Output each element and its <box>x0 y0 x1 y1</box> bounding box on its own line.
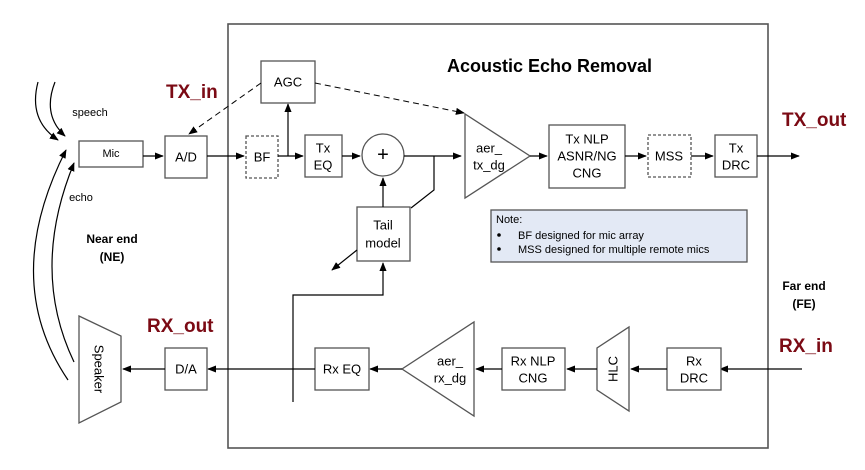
aer-rx-dg-block <box>400 320 475 418</box>
note-item-2: MSS designed for multiple remote mics <box>518 244 710 256</box>
aer-rx-dg-label-2: rx_dg <box>434 371 467 386</box>
ad-block <box>164 135 208 179</box>
tx-in-label: TX_in <box>166 82 218 103</box>
echo-wave-arrow-2 <box>51 162 75 363</box>
diagram-title: Acoustic Echo Removal <box>447 56 652 76</box>
aer-tx-dg-block <box>464 112 532 200</box>
sum-symbol: + <box>377 144 389 166</box>
sum-feedback-to-tail-wire <box>410 156 435 209</box>
hlc-label: HLC <box>606 356 621 382</box>
rx-drc-label-1: Rx <box>686 354 702 369</box>
rx-drc-block <box>666 347 722 391</box>
rx-nlp-label-2: CNG <box>519 371 548 386</box>
rx-eq-block <box>314 347 370 391</box>
agc-block <box>260 60 316 104</box>
tx-drc-label-2: DRC <box>722 158 750 173</box>
mss-label: MSS <box>655 149 684 164</box>
rx-nlp-label-1: Rx NLP <box>511 354 556 369</box>
tail-model-label-2: model <box>365 236 401 251</box>
near-end-abbrev: (NE) <box>100 250 125 264</box>
rx-in-label: RX_in <box>779 336 833 357</box>
note-bullet-1 <box>497 233 501 237</box>
note-box <box>490 209 748 263</box>
rx-eq-label: Rx EQ <box>323 362 361 377</box>
tx-nlp-label-3: CNG <box>573 166 602 181</box>
speech-wave-arrow-2 <box>49 81 66 137</box>
aer-rx-dg-label-1: aer_ <box>437 354 464 369</box>
rx-out-label: RX_out <box>147 316 214 337</box>
far-end-abbrev: (FE) <box>792 297 815 311</box>
aer-frame <box>227 23 769 449</box>
speech-label: speech <box>72 107 107 119</box>
bf-block <box>245 135 279 179</box>
mic-label: Mic <box>102 148 120 160</box>
mss-block <box>647 134 692 178</box>
aer-tx-dg-label-1: aer_ <box>476 141 503 156</box>
ad-label: A/D <box>175 150 197 165</box>
bf-label: BF <box>254 150 271 165</box>
rx-nlp-block <box>501 347 566 391</box>
summing-node <box>361 133 405 177</box>
note-bullet-2 <box>497 247 501 251</box>
tx-eq-label-2: EQ <box>314 158 333 173</box>
tail-adapt-arrow <box>331 249 358 271</box>
echo-label: echo <box>69 192 93 204</box>
agc-label: AGC <box>274 75 302 90</box>
tx-out-label: TX_out <box>782 110 847 131</box>
far-end-label: Far end <box>782 279 825 293</box>
speech-wave-arrow-1 <box>34 81 59 141</box>
near-end-label: Near end <box>86 232 137 246</box>
echo-wave-arrow-1 <box>32 149 69 381</box>
agc-to-aer-tx-dg-control <box>314 82 465 115</box>
rx-drc-label-2: DRC <box>680 371 708 386</box>
tail-model-block <box>356 206 411 262</box>
da-block <box>164 347 208 391</box>
tx-eq-block <box>304 134 343 178</box>
tx-nlp-block <box>548 124 626 189</box>
rx-ref-to-tail-wire <box>292 262 387 402</box>
da-label: D/A <box>175 362 197 377</box>
tail-model-label-1: Tail <box>373 218 393 233</box>
speaker-label: Speaker <box>92 345 107 394</box>
tx-nlp-label-1: Tx NLP <box>565 132 608 147</box>
note-item-1: BF designed for mic array <box>518 230 644 242</box>
agc-to-ad-control <box>188 82 262 135</box>
speaker-block <box>78 314 122 425</box>
tx-eq-label-1: Tx <box>316 141 331 156</box>
aer-tx-dg-label-2: tx_dg <box>473 158 505 173</box>
tx-drc-label-1: Tx <box>729 141 744 156</box>
note-heading: Note: <box>496 214 522 226</box>
mic-block <box>78 140 144 168</box>
tx-nlp-label-2: ASNR/NG <box>557 149 616 164</box>
hlc-block <box>596 325 630 413</box>
